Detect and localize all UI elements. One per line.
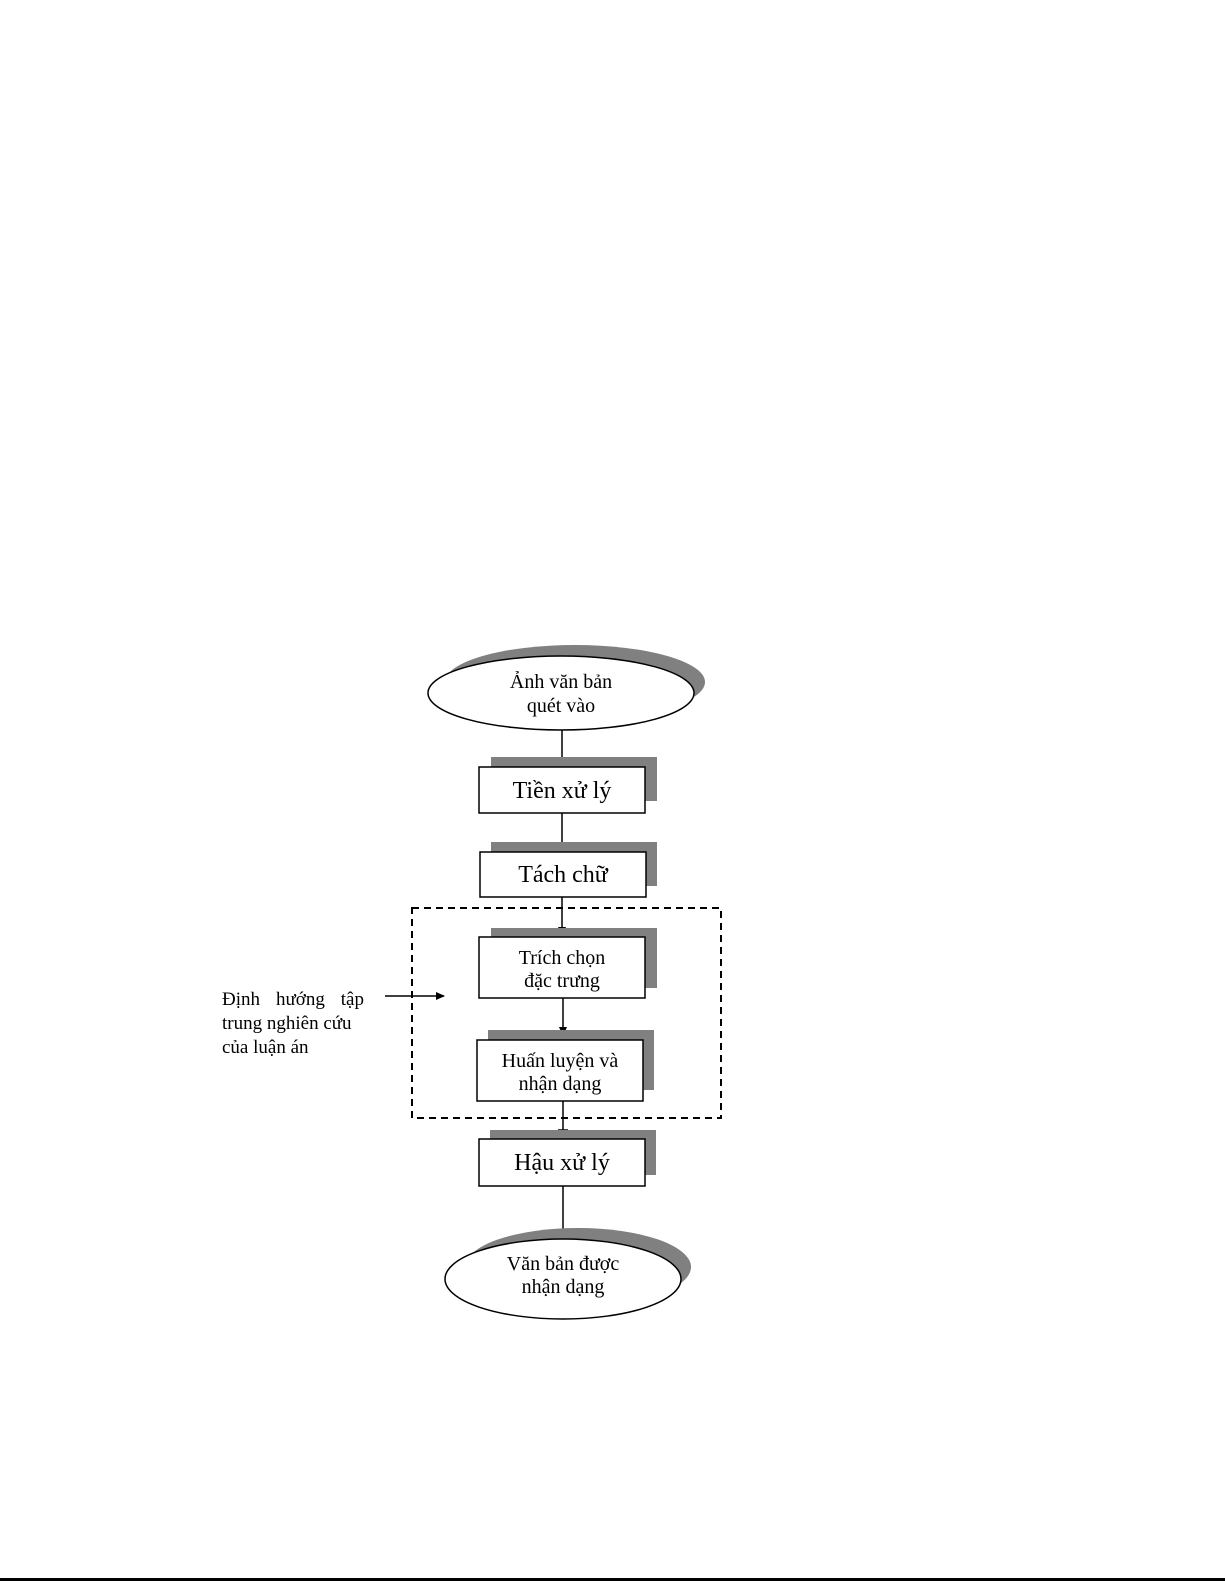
- node-training-recognition-label-2: nhận dạng: [519, 1073, 602, 1095]
- node-feature-extraction: Trích chọn đặc trưng: [479, 928, 657, 998]
- annotation-line-1: Định hướng tập: [222, 988, 364, 1012]
- node-input: Ảnh văn bản quét vào: [428, 645, 705, 730]
- node-feature-extraction-label-2: đặc trưng: [524, 970, 600, 992]
- node-input-shape: [428, 656, 694, 730]
- node-preprocess: Tiền xử lý: [479, 757, 657, 813]
- node-output-label-1: Văn bản được: [507, 1253, 620, 1275]
- node-output: Văn bản được nhận dạng: [445, 1228, 691, 1319]
- node-preprocess-label: Tiền xử lý: [513, 778, 612, 804]
- bottom-rule: [0, 1578, 1225, 1581]
- annotation-line-2: trung nghiên cứu: [222, 1012, 364, 1036]
- node-segmentation: Tách chữ: [480, 842, 657, 897]
- node-feature-extraction-label-1: Trích chọn: [519, 947, 605, 969]
- node-training-recognition-label-1: Huấn luyện và: [502, 1050, 619, 1072]
- node-output-label-2: nhận dạng: [522, 1276, 605, 1298]
- node-input-label-2: quét vào: [527, 695, 595, 717]
- node-input-label-1: Ảnh văn bản: [510, 670, 612, 693]
- node-postprocess-label: Hậu xử lý: [514, 1150, 610, 1176]
- annotation-note: Định hướng tập trung nghiên cứu của luận…: [222, 988, 364, 1060]
- annotation-line-3: của luận án: [222, 1036, 364, 1060]
- node-postprocess: Hậu xử lý: [479, 1130, 656, 1186]
- node-segmentation-label: Tách chữ: [518, 862, 609, 888]
- node-training-recognition: Huấn luyện và nhận dạng: [477, 1030, 654, 1101]
